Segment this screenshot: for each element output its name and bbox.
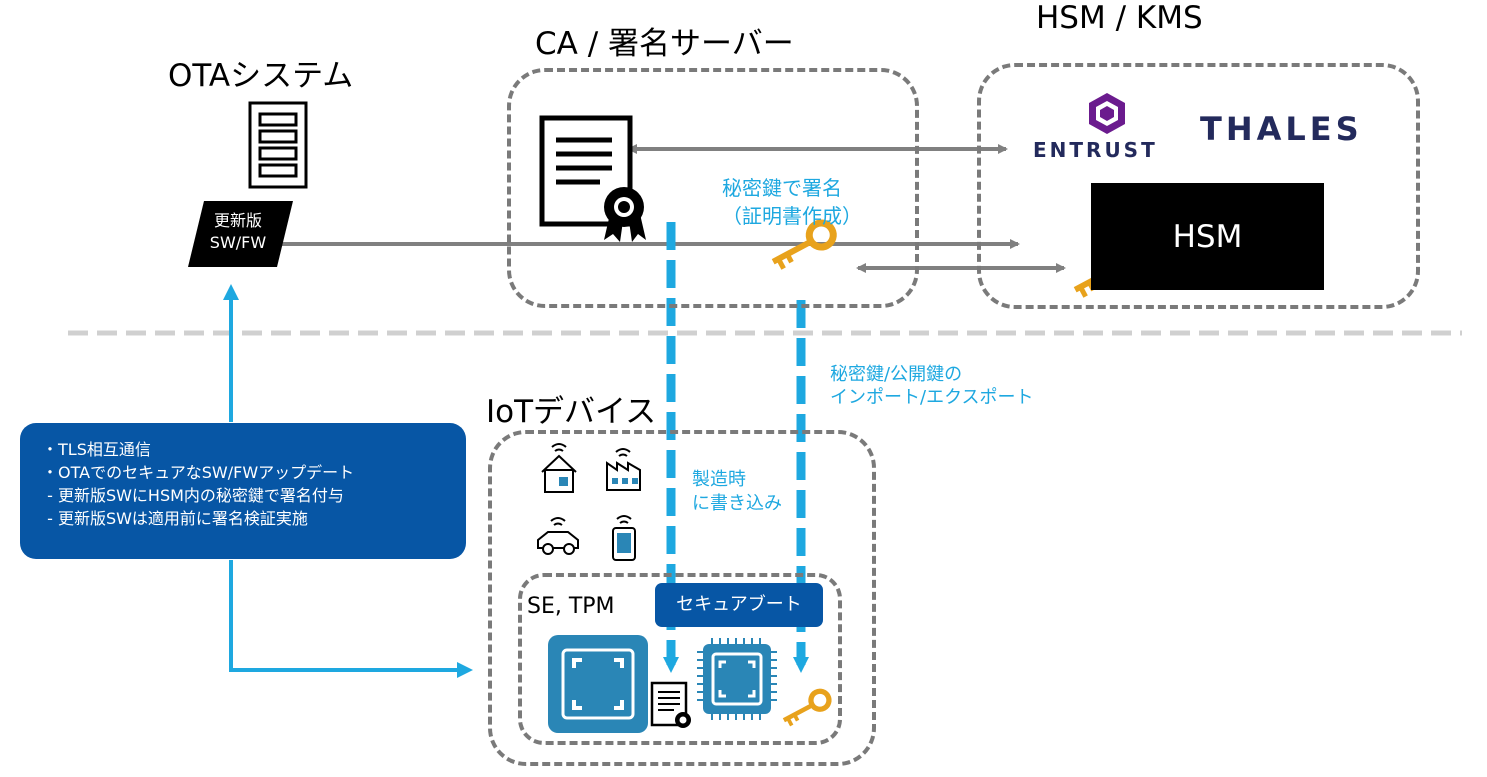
certificate-icon bbox=[539, 115, 646, 242]
car-icon bbox=[537, 517, 579, 555]
hsm-label: HSM bbox=[1172, 219, 1243, 255]
hsm-kms-title: HSM / KMS bbox=[1036, 0, 1203, 36]
key-import-line1: 秘密鍵/公開鍵の bbox=[830, 364, 963, 385]
update-label-line1: 更新版 bbox=[213, 211, 262, 230]
se-tpm-box bbox=[518, 573, 842, 745]
entrust-logo-text: ENTRUST bbox=[1033, 138, 1158, 162]
house-icon bbox=[541, 443, 577, 493]
ca-sign-line2: （証明書作成） bbox=[722, 204, 862, 228]
info-line-sign: - 更新版SWにHSM内の秘密鍵で署名付与 bbox=[42, 486, 344, 505]
info-line-ota: ・OTAでのセキュアなSW/FWアップデート bbox=[42, 463, 355, 482]
factory-write-text: 製造時 に書き込み bbox=[692, 468, 782, 516]
secure-boot-badge: セキュアブート bbox=[655, 583, 823, 627]
ca-sign-line1: 秘密鍵で署名 bbox=[722, 176, 842, 200]
update-package-label: 更新版 SW/FW bbox=[196, 210, 280, 254]
factory-icon bbox=[606, 448, 641, 491]
key-import-line2: インポート/エクスポート bbox=[830, 387, 1034, 408]
iot-title: IoTデバイス bbox=[486, 394, 657, 430]
info-line-verify: - 更新版SWは適用前に署名検証実施 bbox=[42, 509, 308, 528]
ca-title: CA / 署名サーバー bbox=[535, 26, 794, 62]
ca-server-box bbox=[507, 68, 919, 308]
security-info-box: ・TLS相互通信 ・OTAでのセキュアなSW/FWアップデート - 更新版SWに… bbox=[20, 423, 466, 559]
chip-icon bbox=[697, 638, 777, 720]
thales-logo: THALES bbox=[1200, 110, 1363, 148]
factory-line2: に書き込み bbox=[692, 493, 782, 514]
hsm-kms-box bbox=[977, 63, 1420, 309]
key-icon bbox=[782, 688, 832, 727]
update-label-line2: SW/FW bbox=[209, 233, 267, 252]
info-line-tls: ・TLS相互通信 bbox=[42, 440, 151, 459]
key-import-export-text: 秘密鍵/公開鍵の インポート/エクスポート bbox=[830, 363, 1034, 409]
se-tpm-title: SE, TPM bbox=[527, 594, 615, 619]
phone-icon bbox=[612, 515, 636, 561]
key-icon bbox=[771, 219, 837, 270]
tls-to-iot-arrow bbox=[229, 560, 473, 678]
ota-title: OTAシステム bbox=[168, 58, 354, 94]
entrust-logo-icon bbox=[1089, 93, 1125, 134]
update-package-shape bbox=[188, 201, 293, 267]
server-icon bbox=[248, 101, 308, 189]
hsm-box: HSM bbox=[1091, 183, 1324, 290]
ca-sign-text: 秘密鍵で署名 （証明書作成） bbox=[722, 174, 862, 230]
factory-line1: 製造時 bbox=[692, 469, 746, 490]
iot-device-box bbox=[488, 430, 876, 766]
certificate-icon bbox=[650, 681, 691, 728]
chip-icon bbox=[548, 635, 648, 733]
